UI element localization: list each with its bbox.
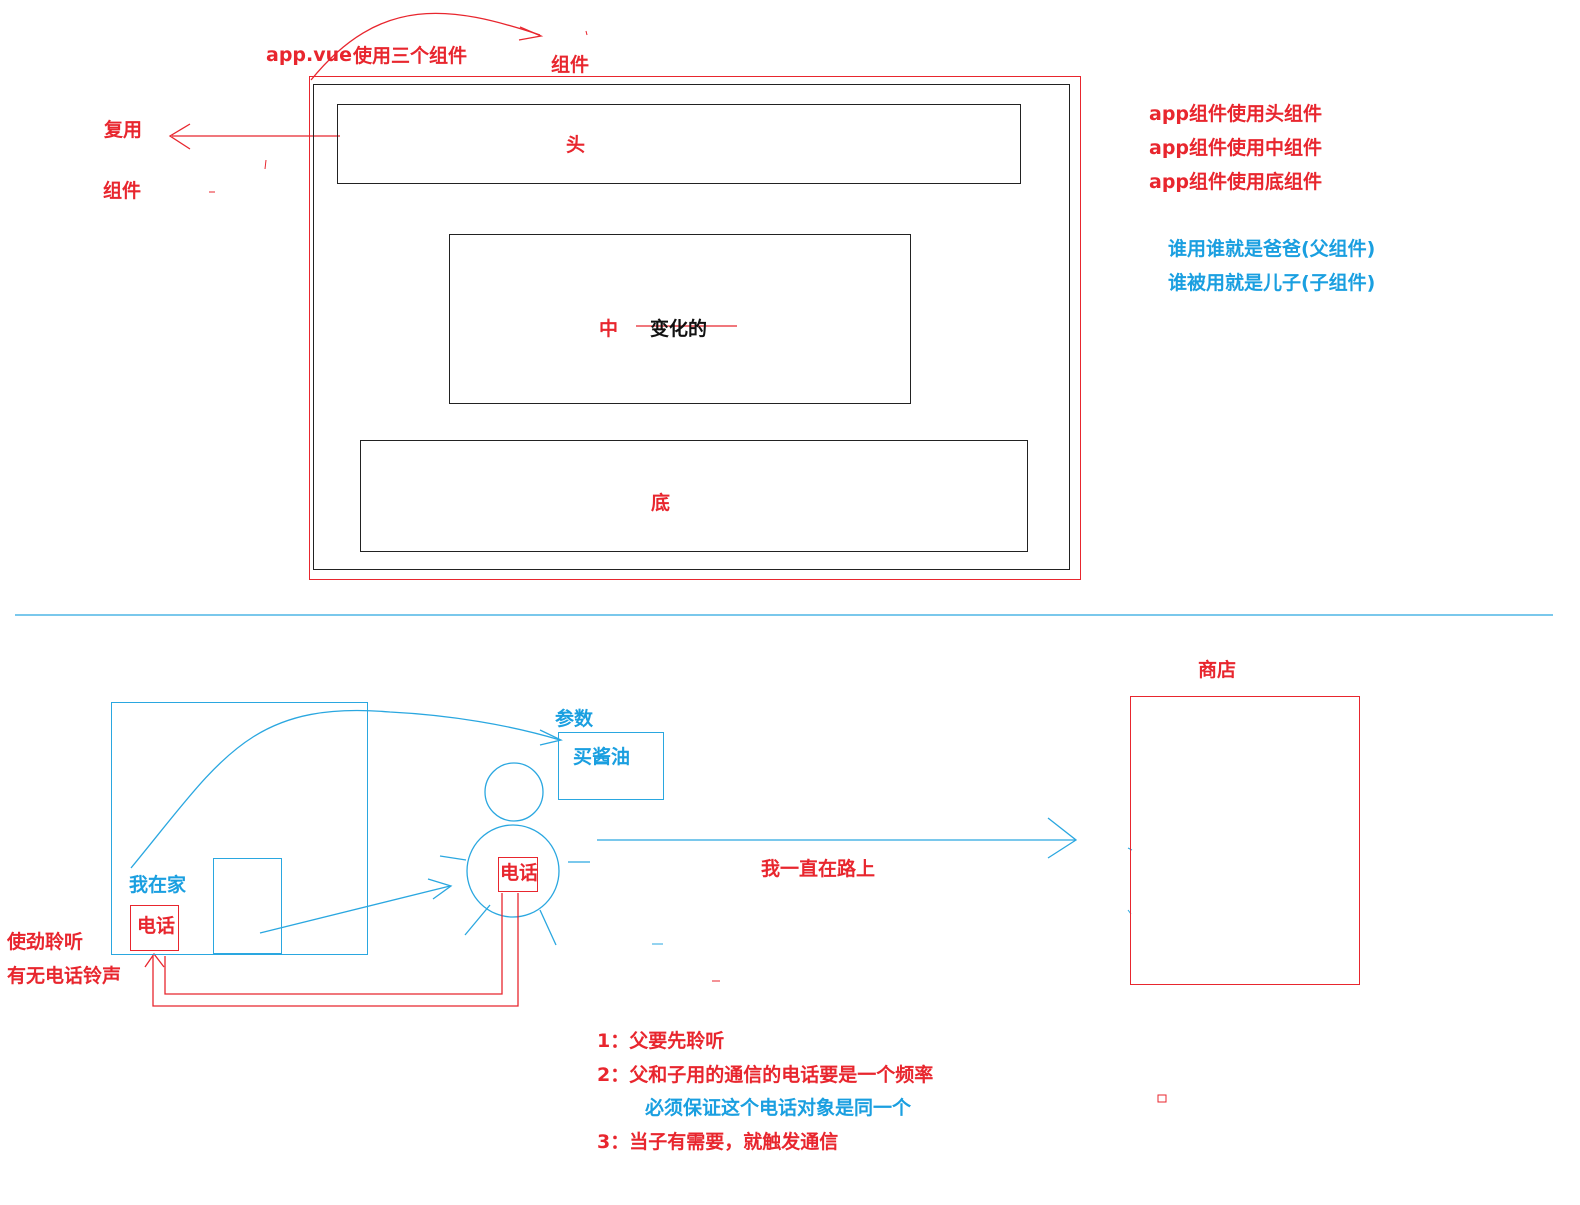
step-3: 3：当子有需要，就触发通信 bbox=[597, 1131, 839, 1153]
note-blue-2: 谁被用就是儿子(子组件) bbox=[1168, 272, 1376, 294]
person-head bbox=[484, 762, 544, 822]
road-arrowhead bbox=[1047, 817, 1078, 859]
step-2: 2：父和子用的通信的电话要是一个频率 bbox=[597, 1064, 934, 1086]
component-word-label: 组件 bbox=[551, 54, 590, 76]
footer-component-box bbox=[360, 440, 1028, 552]
phone-wire bbox=[164, 893, 503, 995]
buy-soy-sauce-label: 买酱油 bbox=[573, 746, 631, 768]
note-blue-1: 谁用谁就是爸爸(父组件) bbox=[1168, 238, 1376, 260]
home-door-box bbox=[213, 858, 282, 954]
ringtone-label: 有无电话铃声 bbox=[7, 965, 122, 987]
person-phone-label: 电话 bbox=[500, 862, 539, 884]
uses-three-label: 使用三个组件 bbox=[353, 45, 468, 67]
app-container-box bbox=[313, 84, 1070, 570]
curve-arrowhead bbox=[539, 729, 563, 746]
on-the-way-label: 我一直在路上 bbox=[761, 858, 876, 880]
app-vue-label: app.vue bbox=[266, 44, 353, 66]
home-phone-box bbox=[130, 905, 179, 951]
ray bbox=[464, 904, 491, 936]
phone-wire bbox=[152, 893, 519, 1007]
door-arrowhead bbox=[427, 878, 453, 900]
home-label: 我在家 bbox=[129, 874, 187, 896]
left-component-label: 组件 bbox=[103, 180, 142, 202]
reuse-label: 复用 bbox=[104, 119, 143, 141]
arc-arrow-to-component bbox=[310, 12, 541, 81]
header-component-box bbox=[337, 104, 1021, 184]
changing-label: 变化的 bbox=[650, 318, 708, 340]
home-box bbox=[111, 702, 368, 955]
ray bbox=[539, 909, 557, 946]
stray-mark bbox=[585, 30, 588, 36]
home-phone-label: 电话 bbox=[137, 915, 176, 937]
ray bbox=[439, 855, 467, 861]
param-label: 参数 bbox=[555, 708, 594, 730]
listen-label: 使劲聆听 bbox=[7, 931, 84, 953]
note-red-2: app组件使用中组件 bbox=[1149, 137, 1323, 159]
middle-box-label: 中 bbox=[599, 318, 619, 340]
step-2-note: 必须保证这个电话对象是同一个 bbox=[645, 1097, 912, 1119]
header-box-label: 头 bbox=[566, 134, 586, 156]
note-red-3: app组件使用底组件 bbox=[1149, 171, 1323, 193]
note-red-1: app组件使用头组件 bbox=[1149, 103, 1323, 125]
shop-box bbox=[1130, 696, 1360, 985]
footer-box-label: 底 bbox=[651, 492, 671, 514]
reuse-arrowhead bbox=[168, 123, 191, 150]
stray-mark bbox=[264, 159, 267, 170]
middle-component-box bbox=[449, 234, 911, 404]
stray-square bbox=[1157, 1094, 1167, 1103]
person-phone-box bbox=[498, 857, 538, 892]
arc-arrowhead bbox=[518, 26, 544, 41]
app-outer-red-box bbox=[309, 76, 1081, 580]
step-1: 1：父要先聆听 bbox=[597, 1030, 725, 1052]
person-body bbox=[466, 824, 560, 918]
door-arrow-line bbox=[259, 885, 451, 934]
param-box bbox=[558, 732, 664, 800]
curve-arrow-to-param bbox=[130, 709, 561, 869]
shop-label: 商店 bbox=[1198, 659, 1237, 681]
phone-wire-arrowhead bbox=[144, 952, 165, 968]
